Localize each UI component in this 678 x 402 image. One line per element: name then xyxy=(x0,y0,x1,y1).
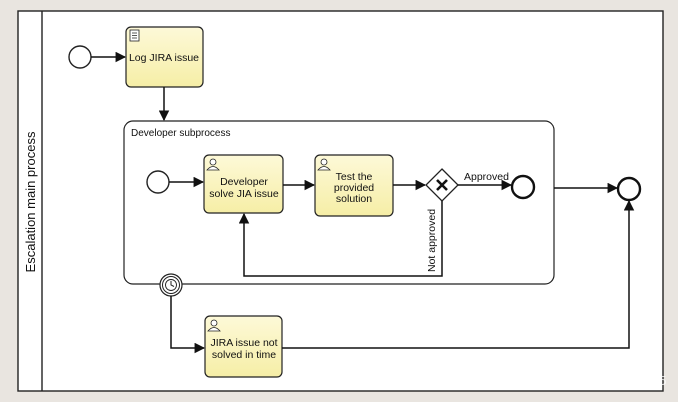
task-developer-solve[interactable]: Developer solve JIA issue xyxy=(203,154,284,214)
flow-not-approved[interactable] xyxy=(238,201,443,277)
task-label-line-1: JIRA issue not xyxy=(210,337,277,349)
subprocess-start-event[interactable] xyxy=(146,170,170,194)
subprocess-label: Developer subprocess xyxy=(131,128,231,139)
task-label-line-2: provided xyxy=(334,182,374,194)
x-icon xyxy=(436,179,448,191)
user-icon xyxy=(317,158,331,171)
user-icon xyxy=(206,158,220,171)
pool-border xyxy=(17,10,664,392)
user-icon xyxy=(207,319,221,332)
watermark: https://blog.csdn.net/greywolf5 xyxy=(480,374,667,388)
clock-icon xyxy=(165,279,177,291)
pool-label: Escalation main process xyxy=(23,131,38,272)
task-label-line-2: solved in time xyxy=(212,349,276,361)
flow-not-approved-label: Not approved xyxy=(426,209,438,272)
task-label-line-3: solution xyxy=(336,193,372,205)
task-log-jira-issue[interactable]: Log JIRA issue xyxy=(125,26,204,88)
task-test-solution[interactable]: Test the provided solution xyxy=(314,154,394,217)
start-event[interactable] xyxy=(68,45,92,69)
task-box[interactable] xyxy=(204,315,283,378)
timer-boundary-event[interactable] xyxy=(159,273,183,297)
flow-approved-label: Approved xyxy=(464,171,509,183)
task-label: Log JIRA issue xyxy=(129,52,199,64)
script-icon xyxy=(129,29,140,42)
flow-timer-to-not-solved[interactable] xyxy=(170,296,206,354)
exclusive-gateway[interactable] xyxy=(425,168,459,202)
task-jira-not-solved[interactable]: JIRA issue not solved in time xyxy=(204,315,283,378)
subprocess-end-event[interactable] xyxy=(510,174,536,200)
end-event[interactable] xyxy=(616,176,642,202)
flow-not-solved-to-end[interactable] xyxy=(282,199,635,349)
pool: Escalation main process xyxy=(17,10,664,392)
task-label-line-1: Test the xyxy=(336,171,373,183)
task-label-line-2: solve JIA issue xyxy=(209,188,279,200)
task-label-line-1: Developer xyxy=(220,176,268,188)
